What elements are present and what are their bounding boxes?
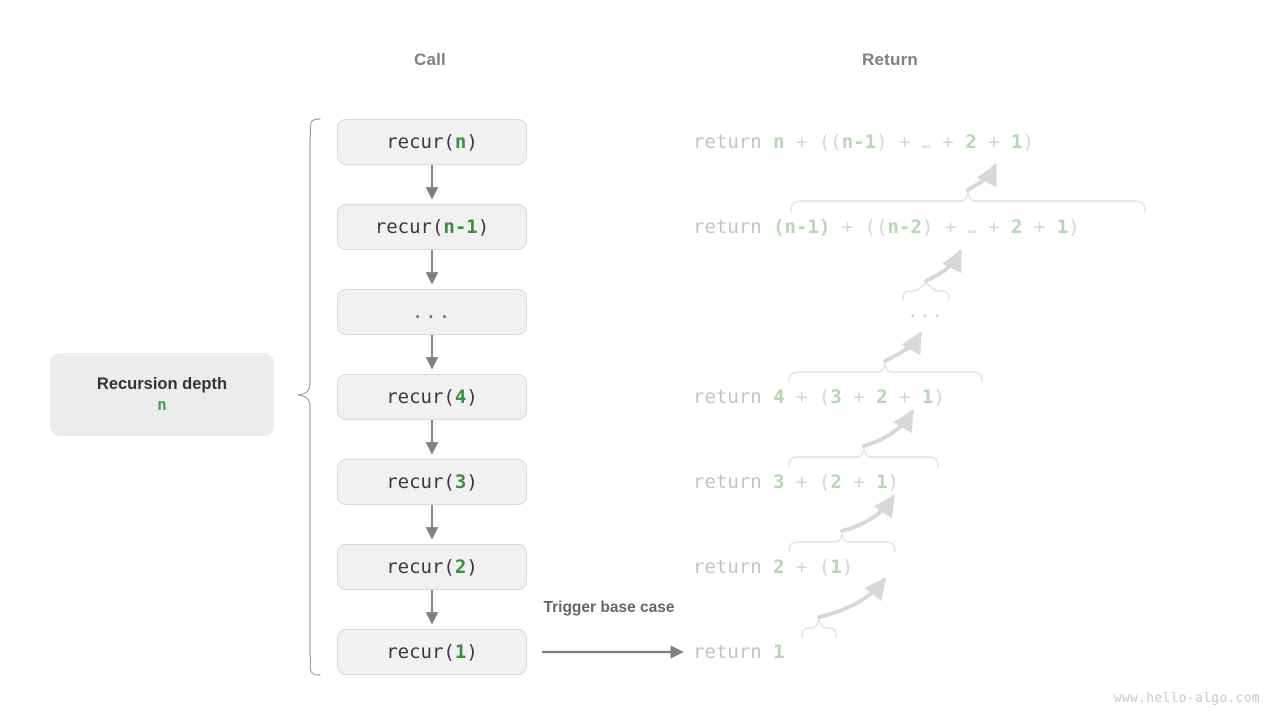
call-box-2: recur(n-1)	[337, 204, 527, 250]
return-row-3: return 4 + (3 + 2 + 1)	[693, 388, 945, 407]
return-token-num: 1	[876, 471, 888, 493]
call-box-label: recur(n-1)	[374, 216, 490, 238]
column-header-call: Call	[414, 50, 446, 69]
return-token-num: 2	[876, 386, 888, 408]
return-token-num: n-1	[841, 131, 877, 153]
return-token-punc: ((	[864, 216, 888, 238]
return-token-punc: )	[933, 386, 945, 408]
return-keyword: return	[693, 471, 774, 493]
return-token-punc: ) +	[876, 131, 922, 153]
call-argument: 3	[454, 471, 467, 493]
return-token-num: 2	[830, 471, 842, 493]
return-arrow-row6-to-row5	[840, 494, 895, 533]
return-token-punc: )	[841, 556, 854, 578]
return-token-punc: (	[818, 556, 831, 578]
return-ellipsis: ...	[907, 302, 945, 322]
return-token-num: (	[773, 216, 785, 238]
underbrace-row7	[801, 618, 837, 638]
return-row-1: return n + ((n-1) + … + 2 + 1)	[693, 133, 1034, 152]
return-token-punc: +	[830, 216, 865, 238]
call-box-label: recur(1)	[386, 641, 478, 663]
return-token-num: 4	[773, 386, 785, 408]
return-keyword: return	[693, 641, 774, 663]
return-keyword: return	[693, 131, 774, 153]
underbrace-row3-ellipsis	[902, 282, 950, 301]
return-token-num: 3	[773, 471, 785, 493]
return-token-dots: …	[921, 134, 931, 152]
return-token-num: 2	[965, 131, 977, 153]
call-box-6: recur(2)	[337, 544, 527, 590]
call-box-label: recur(n)	[386, 131, 478, 153]
return-token-punc: +	[784, 131, 819, 153]
underbrace-row6	[788, 531, 896, 553]
recursion-depth-value: n	[157, 395, 167, 415]
call-box-5: recur(3)	[337, 459, 527, 505]
return-token-punc: )	[1022, 131, 1034, 153]
return-token-punc: +	[841, 386, 877, 408]
return-token-num: 2	[773, 556, 785, 578]
return-token-punc: +	[1022, 216, 1057, 238]
watermark: www.hello-algo.com	[1113, 691, 1260, 706]
return-token-punc: ) +	[921, 216, 968, 238]
return-token-punc: +	[976, 131, 1011, 153]
return-token-punc: +	[976, 216, 1011, 238]
return-token-num: 3	[830, 386, 842, 408]
call-box-label: recur(3)	[386, 471, 478, 493]
return-token-punc: +	[841, 471, 877, 493]
call-argument: 2	[454, 556, 467, 578]
return-token-punc: )	[1068, 216, 1080, 238]
return-token-punc: +	[887, 386, 922, 408]
return-token-num: n-2	[887, 216, 922, 238]
call-box-3: ...	[337, 289, 527, 335]
call-box-ellipsis-label: ...	[411, 301, 453, 323]
call-box-4: recur(4)	[337, 374, 527, 420]
call-box-7: recur(1)	[337, 629, 527, 675]
return-token-punc: +	[784, 471, 819, 493]
return-token-punc: (	[818, 386, 831, 408]
underbrace-row5	[788, 446, 939, 468]
return-keyword: return	[693, 556, 774, 578]
call-box-label: recur(2)	[386, 556, 478, 578]
return-token-num: 1	[1056, 216, 1069, 238]
return-token-num: 1	[830, 556, 842, 578]
return-keyword: return	[693, 216, 774, 238]
call-argument: n-1	[443, 216, 478, 238]
call-box-1: recur(n)	[337, 119, 527, 165]
return-token-dots: …	[967, 219, 977, 237]
return-row-5: return 2 + (1)	[693, 558, 853, 577]
call-argument: n	[454, 131, 467, 153]
return-token-num: 1	[921, 386, 934, 408]
recursion-depth-brace	[297, 118, 321, 676]
call-argument: 1	[454, 641, 467, 663]
return-row-4: return 3 + (2 + 1)	[693, 473, 899, 492]
recursion-depth-box: Recursion depth n	[50, 353, 274, 436]
recursion-depth-title: Recursion depth	[96, 374, 228, 393]
underbrace-row4	[788, 361, 983, 383]
return-row-6: return 1	[693, 643, 785, 662]
return-row-2: return (n-1) + ((n-2) + … + 2 + 1)	[693, 218, 1080, 237]
return-token-num: )	[818, 216, 831, 238]
return-token-punc: +	[784, 386, 819, 408]
return-token-num: 1	[1010, 131, 1023, 153]
return-token-num: n-1	[784, 216, 819, 238]
return-token-num: 2	[1010, 216, 1023, 238]
return-arrow-row4-to-row3	[883, 331, 922, 363]
trigger-base-case-label: Trigger base case	[543, 599, 675, 616]
column-header-return: Return	[862, 50, 918, 69]
return-token-punc: ((	[818, 131, 842, 153]
return-arrow-row7-to-row6	[817, 577, 886, 619]
return-token-num: n	[773, 131, 785, 153]
return-token-punc: +	[930, 131, 966, 153]
return-token-punc: +	[784, 556, 819, 578]
return-token-num: 1	[773, 641, 785, 663]
call-box-label: recur(4)	[386, 386, 478, 408]
call-argument: 4	[454, 386, 467, 408]
return-arrow-row5-to-row4	[862, 409, 914, 448]
return-arrow-row2-to-row1	[966, 163, 997, 192]
return-token-punc: (	[818, 471, 831, 493]
return-keyword: return	[693, 386, 774, 408]
return-arrow-row3-to-row2	[924, 249, 962, 283]
return-token-punc: )	[887, 471, 899, 493]
underbrace-row2	[790, 190, 1146, 213]
